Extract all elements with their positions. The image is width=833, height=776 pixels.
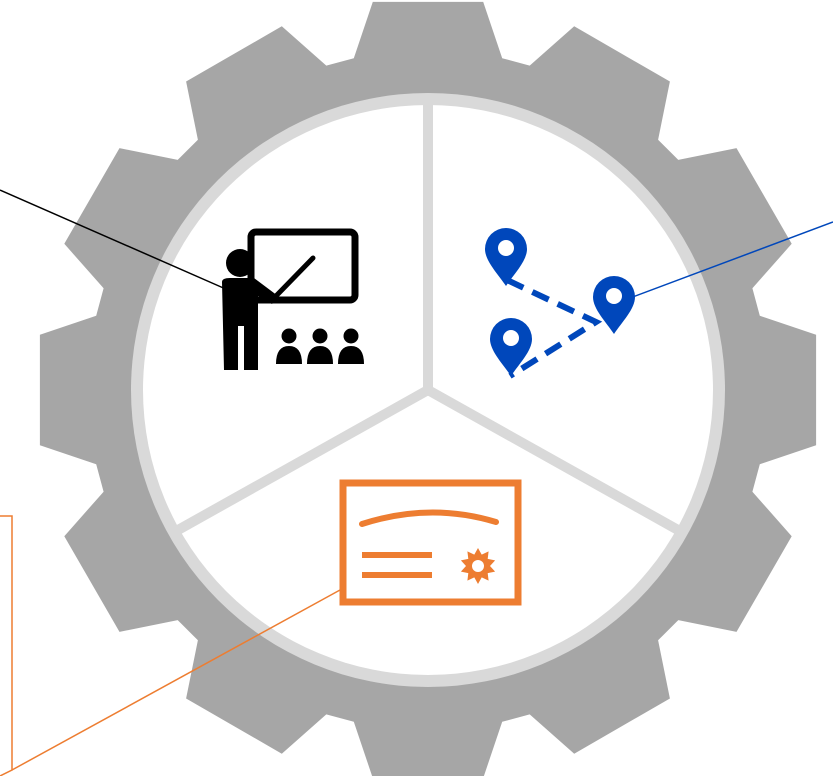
map-pin-right [593,276,635,334]
connector-route [629,221,833,299]
connector-certificate [11,589,341,771]
route-dashed-path [505,277,603,379]
connector-training [0,189,229,291]
map-pin-bottom [490,318,532,376]
teacher-presentation-icon [222,228,364,370]
segment-dividers [175,100,681,535]
certificate-icon [339,479,522,606]
certificate-seal-center [472,560,484,572]
divider-bottom-right [425,385,681,535]
connector-certificate-bracket [0,515,13,776]
divider-bottom-left [175,385,431,535]
route-map-pins-icon [485,228,635,379]
map-pin-top [485,228,527,286]
